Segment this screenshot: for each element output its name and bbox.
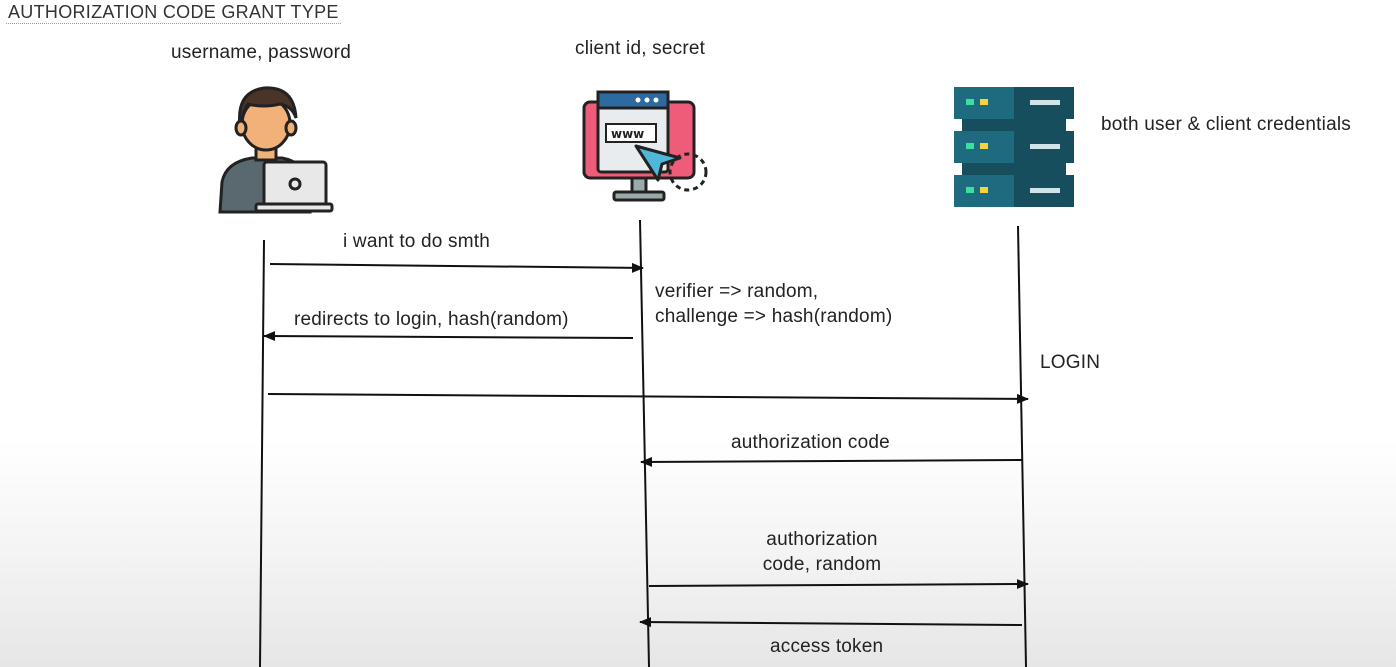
server-rack-icon (954, 87, 1074, 207)
client-lifeline (639, 219, 650, 667)
message-label-redirect: redirects to login, hash(random) (294, 309, 569, 330)
arrow-client-to-server-code-exchange (648, 579, 1029, 590)
diagram-title: AUTHORIZATION CODE GRANT TYPE (6, 2, 341, 24)
login-note: LOGIN (1040, 352, 1101, 373)
arrow-client-to-user-redirect (263, 331, 634, 342)
pkce-note-verifier: verifier => random, (655, 281, 819, 302)
message-label-access-token: access token (770, 636, 884, 657)
arrow-user-to-client-request (269, 262, 644, 273)
client-actor-label: client id, secret (575, 38, 706, 59)
pkce-note-challenge: challenge => hash(random) (655, 306, 893, 327)
arrow-server-to-client-access-token (639, 617, 1023, 628)
user-with-laptop-icon (218, 86, 334, 214)
server-lifeline (1017, 225, 1027, 667)
message-label-auth-code: authorization code (731, 432, 890, 453)
message-label-code-exchange-line1: authorization (766, 529, 878, 550)
user-lifeline (259, 239, 265, 667)
arrow-user-to-server-login (267, 393, 1029, 404)
server-actor-label: both user & client credentials (1101, 114, 1351, 135)
message-label-request: i want to do smth (343, 231, 491, 252)
user-actor-label: username, password (171, 42, 351, 63)
web-browser-monitor-icon: www (582, 90, 708, 202)
arrow-server-to-client-auth-code (640, 456, 1023, 467)
message-label-code-exchange-line2: code, random (762, 554, 882, 575)
svg-text:www: www (611, 127, 644, 141)
